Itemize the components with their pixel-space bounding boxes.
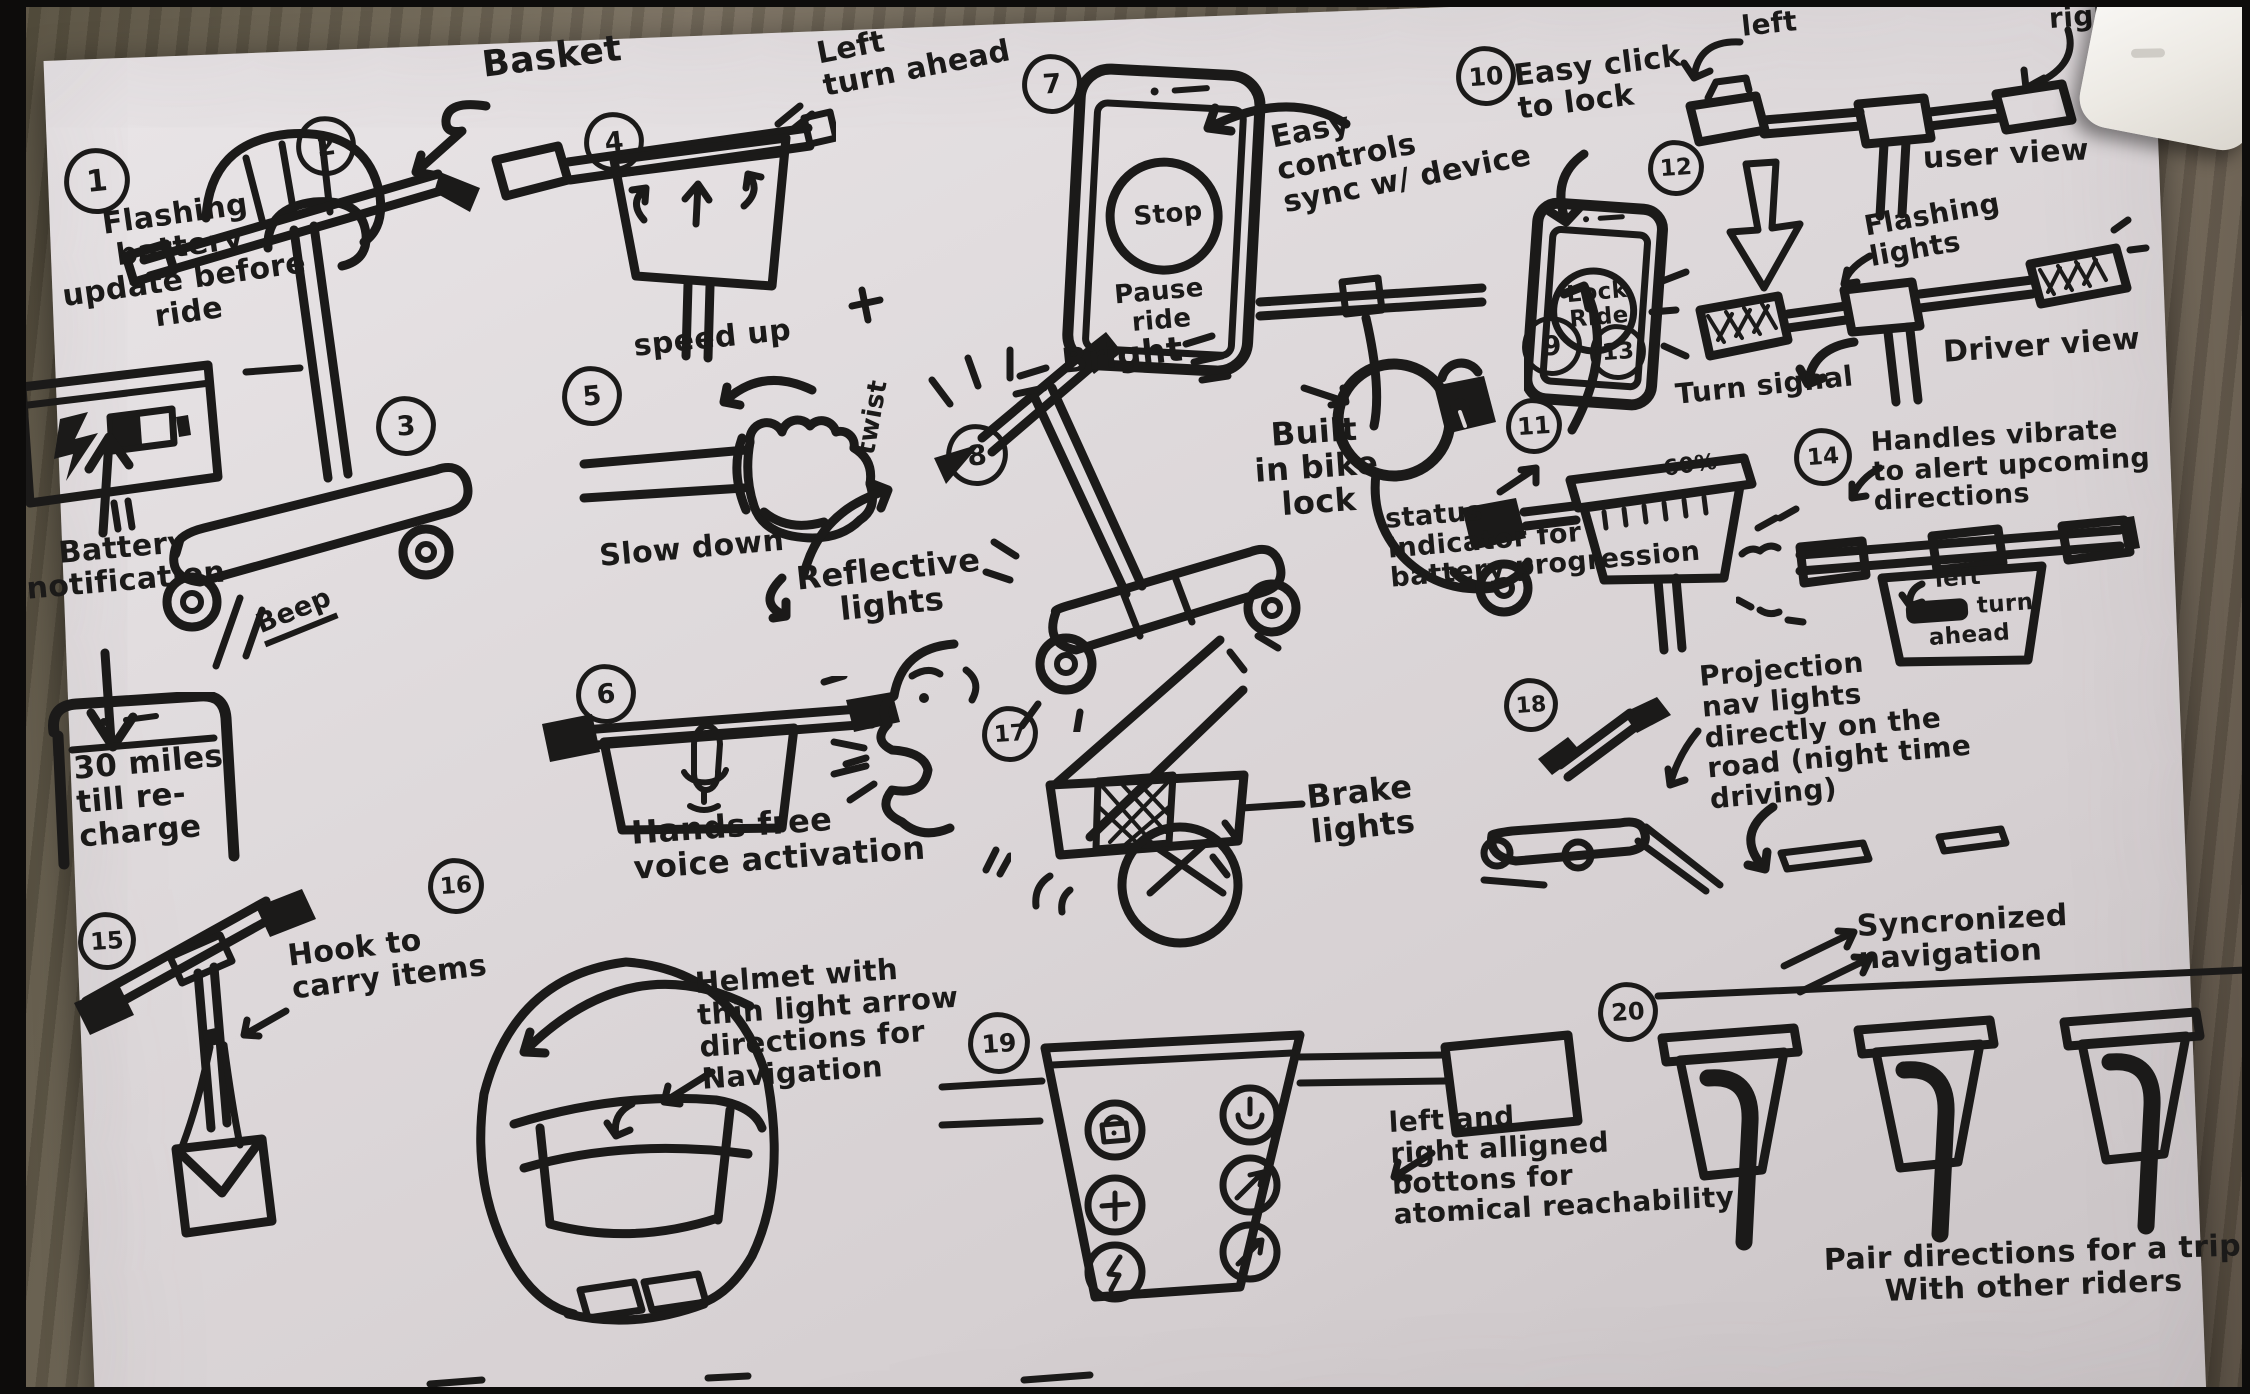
left-black-edge: [0, 0, 26, 1394]
bright-emphasis-marks: [1012, 332, 1232, 398]
battery-basket-sketch: [1462, 453, 1757, 655]
battery-display-sketch: [17, 360, 223, 533]
hook-bag-sketch: [74, 889, 316, 1238]
road-projection-marks: [1743, 802, 2010, 874]
item14-display-left: left: [1933, 563, 1982, 593]
right-black-edge: [2242, 0, 2250, 1394]
item20-pair-label: Pair directions for a trip With other ri…: [1823, 1228, 2242, 1309]
bright-scooter-sketch: [928, 332, 1301, 732]
bottom-black-edge: [0, 1387, 2250, 1394]
handlebar-display-sketch: [491, 108, 836, 363]
plus-mark: [848, 286, 884, 324]
pause-phone-sketch: [1062, 63, 1266, 377]
control-panel-sketch: [938, 1030, 1583, 1303]
tick-marks: [774, 102, 816, 134]
helmet-note-arrow: [660, 1068, 716, 1108]
item14-display-turn: turn: [1975, 589, 2035, 619]
bottom-edge-marks: [426, 1371, 1094, 1388]
basket-arrow: [411, 100, 491, 180]
scribbled-word: [1905, 597, 1969, 625]
top-black-edge: [0, 0, 2250, 7]
user-view-handlebar-sketch: [1685, 74, 2077, 221]
projection-note-arrow: [1664, 727, 1702, 789]
brake-light-deck-sketch: [1032, 635, 1306, 948]
driver-view-handlebar-sketch: [1648, 216, 2150, 407]
reflective-arrow: [799, 478, 893, 579]
speaking-face-sketch: [830, 639, 1011, 878]
easy-controls-arrow: [1203, 102, 1351, 136]
left-hook-arrow: [1680, 38, 1744, 82]
sync-navigation-sketch: [1654, 927, 2250, 1251]
projection-scooter-sketch: [1480, 697, 1724, 895]
item16-label: Helmet with thin light arrow directions …: [693, 951, 960, 1096]
big-down-arrow: [1726, 158, 1804, 292]
item17-label: Brake lights: [1304, 767, 1417, 851]
helmet-sketch: [476, 957, 779, 1325]
phone-range-sketch: [47, 692, 240, 870]
case-seam: [2130, 48, 2166, 58]
item9-label: Built in bike lock: [1253, 409, 1380, 524]
vibrate-note-arrow: [1848, 464, 1884, 502]
item1-phone-text: 30 miles till re- charge: [71, 737, 225, 855]
beep-marks: [212, 594, 266, 670]
item18-label: Projection nav lights directly on the ro…: [1697, 645, 1973, 816]
scooter-with-basket-sketch: [121, 129, 480, 632]
